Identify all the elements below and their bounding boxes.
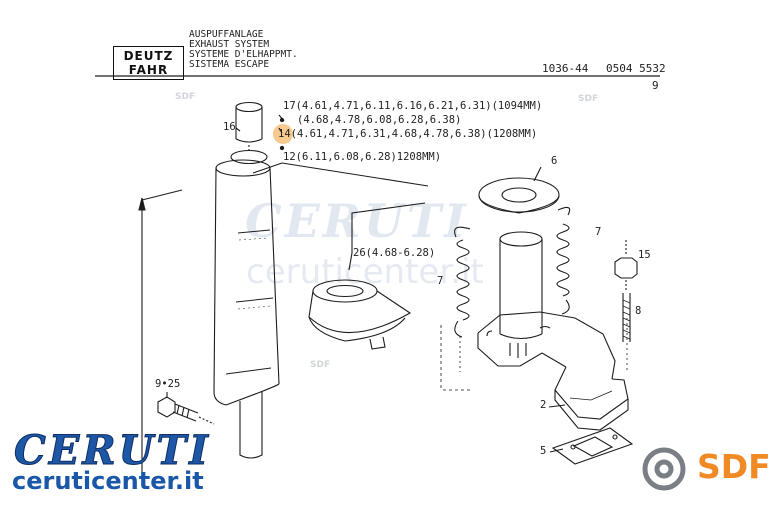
springs bbox=[454, 206, 571, 338]
watermark-url: ceruticenter.it bbox=[246, 252, 484, 292]
page-number: 9 bbox=[652, 79, 659, 92]
callout-17: 17(4.61,4.71,6.11,6.16,6.21,6.31)(1094MM… bbox=[283, 100, 543, 112]
callout-9-25: 9•25 bbox=[155, 378, 181, 390]
ref-code: 1036-44 bbox=[542, 62, 589, 75]
callout-26: 26(4.68-6.28) bbox=[353, 247, 436, 259]
logo-line-1: DEUTZ bbox=[123, 49, 174, 63]
title-line-fr: SYSTEME D'ELHAPPMT. bbox=[189, 49, 298, 60]
part-26-adapter bbox=[308, 279, 412, 350]
callout-14: 14(4.61,4.71,6.31,4.68,4.78,6.38)(1208MM… bbox=[278, 128, 538, 140]
callout-12: 12(6.11,6.08,6.28)1208MM) bbox=[283, 151, 442, 163]
part-6-flange bbox=[478, 177, 560, 214]
highlight-marker bbox=[273, 124, 293, 144]
part-8-stud bbox=[622, 293, 631, 342]
deutz-fahr-logo: DEUTZ FAHR bbox=[113, 46, 184, 80]
callout-16: 16 bbox=[223, 121, 236, 133]
sdf-logo-icon bbox=[642, 447, 686, 491]
callout-15: 15 bbox=[638, 249, 651, 261]
part-9-bolt bbox=[157, 396, 199, 422]
logo-line-2: FAHR bbox=[128, 63, 169, 77]
title-line-en: EXHAUST SYSTEM bbox=[189, 39, 270, 50]
watermark-ceruti: CERUTI bbox=[245, 194, 469, 248]
callout-6: 6 bbox=[551, 155, 558, 167]
part-15-nut bbox=[614, 240, 638, 290]
clamp-ring bbox=[230, 149, 268, 165]
ceruti-logo: CERUTI bbox=[14, 427, 211, 475]
callout-5: 5 bbox=[540, 445, 547, 457]
watermark-sdf-2: SDF bbox=[578, 94, 599, 104]
ceruti-url: ceruticenter.it bbox=[12, 467, 204, 495]
title-line-de: AUSPUFFANLAGE bbox=[189, 29, 264, 40]
part-5-gasket bbox=[551, 427, 634, 465]
sdf-logo-text: SDF bbox=[697, 447, 771, 486]
callout-8: 8 bbox=[635, 305, 642, 317]
callout-2: 2 bbox=[540, 399, 547, 411]
watermark-sdf-1: SDF bbox=[175, 92, 196, 102]
silencer-body bbox=[213, 159, 280, 459]
callout-7-right: 7 bbox=[595, 226, 602, 238]
callout-17-continued: (4.68,4.78,6.08,6.28,6.38) bbox=[297, 114, 462, 126]
part-16-sleeve bbox=[235, 101, 263, 143]
title-line-it: SISTEMA ESCAPE bbox=[189, 59, 270, 70]
watermark-sdf-3: SDF bbox=[310, 360, 331, 370]
part-2-elbow bbox=[477, 231, 629, 431]
callout-7-left: 7 bbox=[437, 275, 444, 287]
ref-number: 0504 5532 bbox=[606, 62, 666, 75]
